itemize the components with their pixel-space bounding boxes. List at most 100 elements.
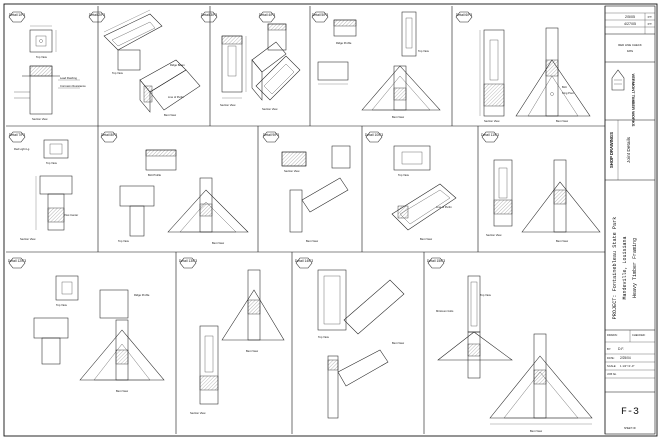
detail-bubble-label: Detail 2/F3 xyxy=(89,13,106,17)
detail-1: Detail 1/F3 Top View Lead Flashing Corro… xyxy=(8,11,86,121)
detail-bubble: Detail 11/F3 xyxy=(481,131,499,143)
view-label: Ridge Beam xyxy=(170,63,186,67)
view-label: Bent View xyxy=(392,115,404,119)
view-label: Post Center xyxy=(64,213,78,217)
view-label: Top View xyxy=(56,303,67,307)
view-label: Bent View xyxy=(246,349,258,353)
detail-3: Detail 3/F3 Section View xyxy=(200,11,287,107)
view-label: Top View xyxy=(480,293,491,297)
detail-12: Detail 12/F3 Top View Ridge Profile Bent… xyxy=(8,257,165,393)
view-label: Section View xyxy=(284,169,300,173)
by-label: BY: xyxy=(607,347,611,351)
detail-8: Detail 8/F3 Bolt Profile Top View Bent V… xyxy=(100,131,249,245)
project-scope: Heavy Timber Framing xyxy=(632,238,638,298)
detail-bubble-label: Detail 1/F3 xyxy=(9,13,26,17)
view-label: Bent View xyxy=(530,429,542,433)
sheet-border xyxy=(3,3,658,437)
view-label: Section View xyxy=(190,411,206,415)
view-label: Line of Purlin xyxy=(168,95,184,99)
view-label: Ridge Profile xyxy=(336,41,352,45)
detail-15: Detail 15/F3 Minimum bolts Top View Bent… xyxy=(427,257,593,433)
detail-bubble-label: Detail 14/F3 xyxy=(295,259,313,263)
view-label: Section View xyxy=(32,117,48,121)
detail-bubble-label: Detail 3/F3 xyxy=(201,13,218,17)
detail-2: Detail 2/F3 Top View Line of Purlin Bent… xyxy=(88,9,201,117)
stamp-date-label: DATE xyxy=(627,50,634,53)
view-label: Top View xyxy=(36,55,47,59)
view-label: Bent View xyxy=(420,237,432,241)
detail-bubble: Detail 8/F3 xyxy=(100,131,118,143)
company-name: VERMONT TIMBER WORKS xyxy=(631,74,636,127)
view-label: Top View xyxy=(112,71,123,75)
detail-6: Detail 6/F3 Section View Bolt King Post … xyxy=(455,11,591,123)
detail-bubble: Detail 13/F3 xyxy=(179,257,197,269)
detail-11: Detail 11/F3 Section View Bent View xyxy=(481,131,601,243)
detail-bubble: Detail 6/F3 xyxy=(455,11,473,23)
view-label: Bent View xyxy=(116,389,128,393)
view-label: Minimum bolts xyxy=(436,309,454,313)
detail-bubble: Detail 3/F3 xyxy=(200,11,218,23)
detail-10: Detail 10/F3 Top View Line of Purlin Ben… xyxy=(365,131,457,241)
view-label: Bent View xyxy=(164,113,176,117)
revision-date: 2/5/05 xyxy=(625,15,635,19)
detail-bubble-label: Detail 10/F3 xyxy=(365,133,383,137)
view-label: Bent View xyxy=(556,119,568,123)
redline-stamp: RED LINE CHECK xyxy=(618,43,642,47)
view-label: Red Light Lg. xyxy=(14,147,30,151)
view-label: Top View xyxy=(418,49,429,53)
view-label: Top View xyxy=(118,239,129,243)
checked-label: CHECKED: xyxy=(632,333,646,337)
view-label: Bent View xyxy=(556,239,568,243)
detail-bubble: Detail 7/F3 xyxy=(8,131,26,143)
shop-drawings-label: SHOP DRAWINGS xyxy=(609,132,614,168)
detail-9: Detail 9/F3 Section View Bent View xyxy=(262,131,351,243)
detail-bubble-label: Detail 12/F3 xyxy=(8,259,26,263)
title-block: 2/5/05 P.T. 4/27/05 P.T. RED LINE CHECK … xyxy=(604,5,656,435)
view-label: Bolt Profile xyxy=(148,173,162,177)
sheet-number: F-3 xyxy=(621,407,639,418)
drawn-label: DRAWN: xyxy=(607,333,618,337)
job-number-label: JOB No. xyxy=(607,372,617,376)
view-label: King Post xyxy=(562,91,574,95)
revision-date: 4/27/05 xyxy=(624,22,636,26)
detail-bubble: Detail 12/F3 xyxy=(8,257,26,269)
detail-13: Detail 13/F3 Section View Bent View xyxy=(179,257,285,415)
scale-label: SCALE: xyxy=(607,364,617,368)
detail-bubble: Detail 9/F3 xyxy=(262,131,280,143)
revision-by: P.T. xyxy=(648,15,653,19)
view-label: Bent View xyxy=(392,341,404,345)
view-label: Bent View xyxy=(212,241,224,245)
view-label: Section View xyxy=(220,103,236,107)
detail-bubble: Detail 14/F3 xyxy=(295,257,313,269)
scale-value: 1 1/2"=1'-0" xyxy=(620,364,634,368)
detail-7: Detail 7/F3 Top View Red Light Lg. Post … xyxy=(8,131,78,241)
date-value: 2/25/04 xyxy=(620,356,631,360)
view-label: Top View xyxy=(318,335,329,339)
detail-bubble-label: Detail 6/F3 xyxy=(456,13,473,17)
view-label: Top View xyxy=(398,173,409,177)
detail-bubble: Detail 10/F3 xyxy=(365,131,383,143)
view-label: Corrosion Resistance xyxy=(60,84,86,88)
view-label: Section View xyxy=(484,119,500,123)
detail-bubble-label: Detail 4/F3 xyxy=(259,13,276,17)
detail-bubble-label: Detail 5/F3 xyxy=(312,13,329,17)
revision-by: P.T. xyxy=(648,22,653,26)
view-label: Section View xyxy=(486,233,502,237)
detail-14: Detail 14/F3 Top View Bent View xyxy=(295,257,405,419)
by-value: D.F. xyxy=(618,347,624,351)
detail-bubble: Detail 2/F3 xyxy=(88,11,106,23)
view-label: Bolt xyxy=(562,85,567,89)
detail-bubble: Detail 5/F3 xyxy=(311,11,329,23)
detail-bubble-label: Detail 7/F3 xyxy=(9,133,26,137)
view-label: Top View xyxy=(46,161,57,165)
company-logo xyxy=(611,69,625,91)
drawing-title: Joint Details xyxy=(626,136,632,163)
view-label: Lead Flashing xyxy=(60,76,77,80)
view-label: Bent View xyxy=(306,239,318,243)
date-label: DATE: xyxy=(607,356,615,360)
detail-bubble-label: Detail 9/F3 xyxy=(263,133,280,137)
detail-bubble-label: Detail 11/F3 xyxy=(481,133,499,137)
view-label: Section View xyxy=(262,107,278,111)
project-name: PROJECT: Fontainebleau State Park xyxy=(612,217,618,320)
